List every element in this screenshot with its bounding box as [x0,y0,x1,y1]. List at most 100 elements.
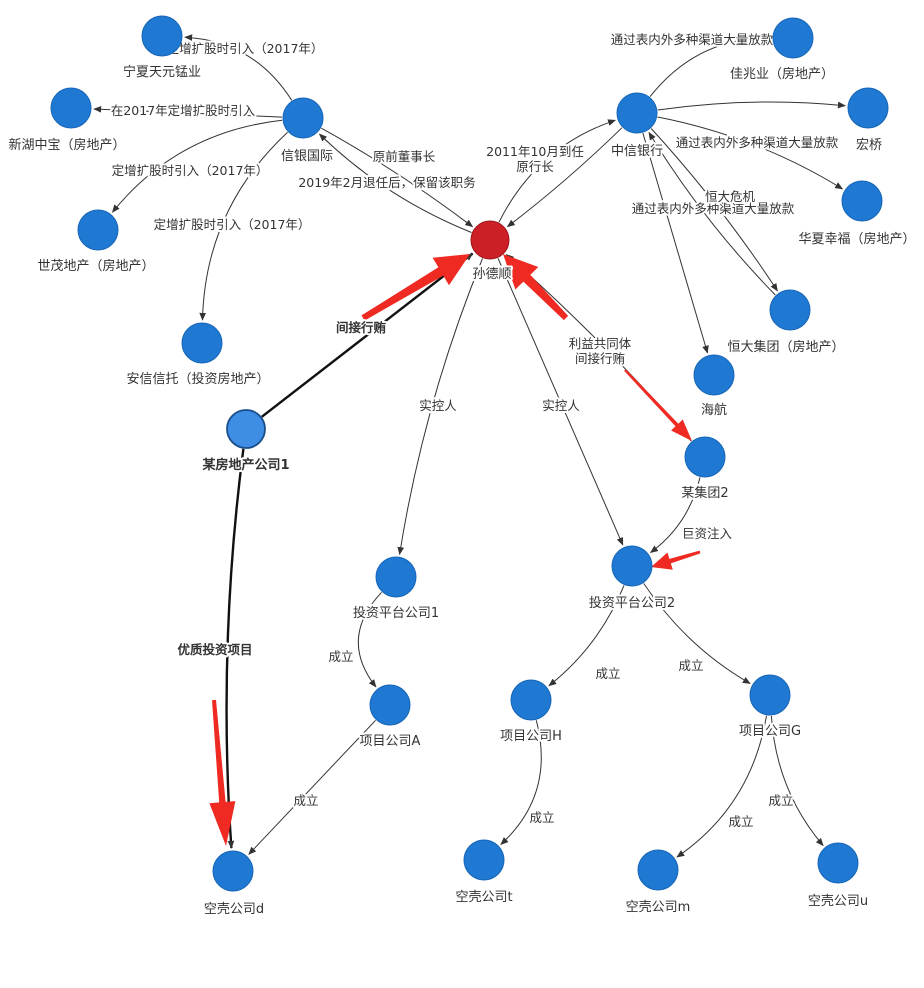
node-label: 华夏幸福（房地产） [798,231,915,247]
edge-citic-to-hengda [650,128,778,292]
node-group2[interactable]: 某集团2 [679,436,731,503]
red-arrow-to-plat2 [651,550,701,570]
edge-label: 成立 [595,666,620,681]
node-circle[interactable] [847,87,889,129]
edge-label: 成立 [328,649,353,664]
node-circle[interactable] [282,97,324,139]
node-label: 某集团2 [681,485,728,501]
edge-citic-to-huaxia [657,116,844,190]
node-label: 宏桥 [856,138,882,153]
node-xinhu[interactable]: 新湖中宝（房地产） [6,87,128,155]
edge-label: 通过表内外多种渠道大量放款 [676,135,839,150]
node-plat1[interactable]: 投资平台公司1 [351,556,441,623]
node-plat2[interactable]: 投资平台公司2 [587,545,677,613]
edge-projH-to-shellT [500,720,542,845]
node-label: 空壳公司d [204,902,264,917]
node-label: 空壳公司m [626,900,691,915]
edge-plat1-to-projA [357,591,382,688]
red-arrow-to-center-right [503,254,569,321]
node-circle[interactable] [226,409,266,449]
edge-label: 定增扩股时引入（2017年） [167,41,324,56]
node-citic[interactable]: 中信银行 [609,92,665,161]
highlight-arrows-layer [209,254,701,846]
edge-projG-to-shellU [770,715,824,847]
edge-hengda-to-citic [648,131,776,296]
node-circle[interactable] [772,17,814,59]
node-circle[interactable] [817,842,859,884]
node-shellU[interactable]: 空壳公司u [806,842,870,911]
node-label: 宁夏天元锰业 [123,64,201,80]
edge-label: 成立 [728,814,753,829]
node-anxin[interactable]: 安信信托（投资房地产） [124,322,272,389]
edge-label: 2011年10月到任原行长 [486,144,584,174]
node-hainan[interactable]: 海航 [693,354,735,420]
node-circle[interactable] [181,322,223,364]
node-circle[interactable] [693,354,735,396]
edge-sun-to-plat2 [497,258,624,546]
node-label: 中信银行 [611,144,663,159]
node-circle[interactable] [77,209,119,251]
node-shellM[interactable]: 空壳公司m [624,849,692,917]
node-circle[interactable] [841,180,883,222]
node-label: 孙德顺 [472,267,511,282]
node-circle[interactable] [611,545,653,587]
red-arrow-to-shell-d [209,699,236,846]
node-xinyin[interactable]: 信银国际 [279,97,335,166]
node-ningxia[interactable]: 宁夏天元锰业 [121,15,203,82]
edge-label: 实控人 [542,398,580,413]
edge-label: 间接行贿 [336,320,387,335]
red-arrow-to-group2 [624,369,692,441]
node-shellT[interactable]: 空壳公司t [453,839,515,907]
node-label: 恒大集团（房地产） [727,339,844,355]
node-sun[interactable]: 孙德顺 [470,220,514,284]
node-projG[interactable]: 项目公司G [737,674,803,741]
node-circle[interactable] [769,289,811,331]
edge-xinyin-to-sun [321,127,474,228]
edge-projG-to-shellM [676,715,767,858]
edge-re1-to-sun [261,252,474,418]
edge-label: 定增扩股时引入（2017年） [112,163,269,178]
node-circle[interactable] [369,684,411,726]
node-jiazhao[interactable]: 佳兆业（房地产） [728,17,836,84]
node-circle[interactable] [470,220,510,260]
node-label: 投资平台公司2 [589,595,675,611]
edge-label: 定增扩股时引入（2017年） [154,217,311,232]
edge-label: 成立 [678,658,703,673]
node-hengda[interactable]: 恒大集团（房地产） [725,289,847,357]
edge-label: 通过表内外多种渠道大量放款 [632,201,795,216]
node-circle[interactable] [749,674,791,716]
edge-plat2-to-projH [548,585,625,687]
edge-sun-to-plat1 [397,258,483,556]
edge-label: 实控人 [419,398,457,413]
node-label: 新湖中宝（房地产） [8,137,125,153]
node-re1[interactable]: 某房地产公司1 [199,409,292,475]
node-circle[interactable] [212,850,254,892]
node-circle[interactable] [141,15,183,57]
edge-label: 恒大危机 [705,189,756,204]
node-circle[interactable] [637,849,679,891]
node-circle[interactable] [616,92,658,134]
node-shellD[interactable]: 空壳公司d [202,850,266,919]
node-circle[interactable] [510,679,552,721]
edge-citic-to-hongqiao [657,101,846,111]
node-circle[interactable] [50,87,92,129]
node-label: 某房地产公司1 [201,457,289,473]
node-label: 项目公司G [739,724,801,739]
edge-label: 2019年2月退任后，保留该职务 [298,175,475,190]
node-shimao[interactable]: 世茂地产（房地产） [35,209,157,276]
edge-labels-layer: 定增扩股时引入（2017年）在2017年定增扩股时引入定增扩股时引入（2017年… [109,30,841,831]
edge-citic-to-hainan [642,132,709,354]
node-projA[interactable]: 项目公司A [358,684,423,751]
edge-sun-to-xinyin [318,133,472,233]
edge-re1-to-shellD [225,448,245,849]
node-huaxia[interactable]: 华夏幸福（房地产） [796,180,918,249]
node-hongqiao[interactable]: 宏桥 [847,87,889,155]
edge-xinyin-to-anxin [199,131,288,321]
node-circle[interactable] [375,556,417,598]
node-projH[interactable]: 项目公司H [498,679,564,746]
node-label: 信银国际 [281,149,333,164]
node-circle[interactable] [463,839,505,881]
node-circle[interactable] [684,436,726,478]
